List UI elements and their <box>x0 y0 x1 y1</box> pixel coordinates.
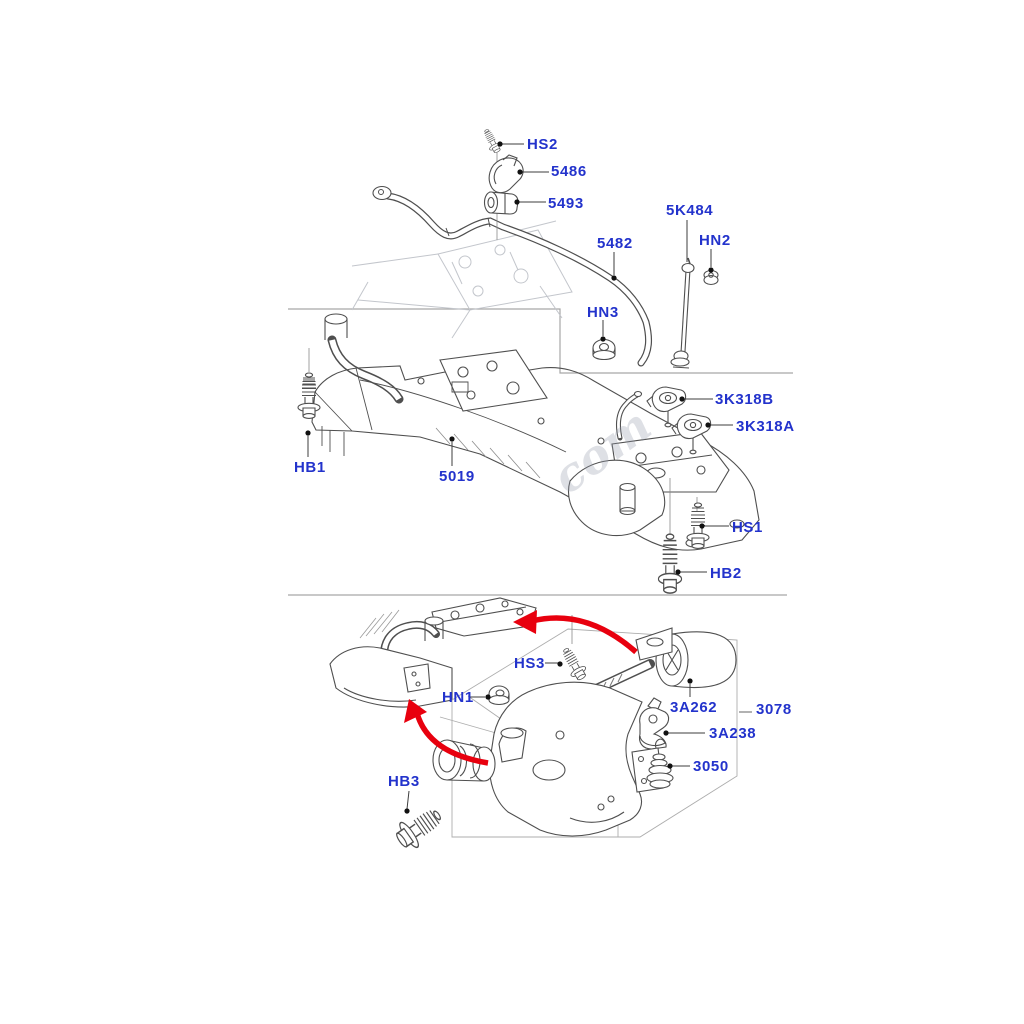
part-label-hb1: HB1 <box>294 459 326 476</box>
part-label-5486: 5486 <box>551 163 587 180</box>
part-label-5482: 5482 <box>597 235 633 252</box>
part-label-hs1: HS1 <box>732 519 763 536</box>
part-label-5493: 5493 <box>548 195 584 212</box>
leader-lines <box>307 143 733 810</box>
part-label-3a262: 3A262 <box>670 699 718 716</box>
bushing-5493 <box>483 191 519 215</box>
red-arrow-lower <box>404 699 489 766</box>
stabilizer-bar <box>372 185 653 367</box>
part-label-5019: 5019 <box>439 468 475 485</box>
nut-hn2 <box>703 269 719 286</box>
part-label-3078: 3078 <box>756 701 792 718</box>
part-label-3k318b: 3K318B <box>715 391 774 408</box>
bracket-3k318b <box>646 386 687 428</box>
nut-hn1 <box>488 685 510 706</box>
red-arrow-upper <box>513 610 638 655</box>
part-label-3k318a: 3K318A <box>736 418 795 435</box>
control-arm <box>432 627 737 837</box>
section-divider-lines <box>288 308 793 596</box>
bolt-hb1 <box>297 348 321 419</box>
nut-hn3 <box>592 338 616 361</box>
subframe-5019 <box>311 313 760 551</box>
bolt-hb3 <box>390 801 448 855</box>
part-label-3050: 3050 <box>693 758 729 775</box>
subframe-corner-lower <box>329 597 537 708</box>
ghost-frame-top-view <box>351 220 573 339</box>
bolt-hs2 <box>480 126 504 156</box>
bolt-hs3 <box>557 644 590 684</box>
part-label-hs3: HS3 <box>514 655 545 672</box>
part-label-hb3: HB3 <box>388 773 420 790</box>
clamp-5486 <box>488 154 524 194</box>
part-label-3a238: 3A238 <box>709 725 757 742</box>
leader-dots <box>305 141 714 814</box>
part-label-hn2: HN2 <box>699 232 731 249</box>
bolt-hb2 <box>657 478 683 594</box>
part-label-hn3: HN3 <box>587 304 619 321</box>
stabilizer-link-5K484 <box>670 257 695 369</box>
part-label-hb2: HB2 <box>710 565 742 582</box>
part-label-5k484: 5K484 <box>666 202 714 219</box>
bracket-3k318a <box>671 413 712 455</box>
part-label-hs2: HS2 <box>527 136 558 153</box>
bolt-hs1 <box>686 497 710 549</box>
part-label-hn1: HN1 <box>442 689 474 706</box>
ball-joint-3050 <box>631 738 674 793</box>
